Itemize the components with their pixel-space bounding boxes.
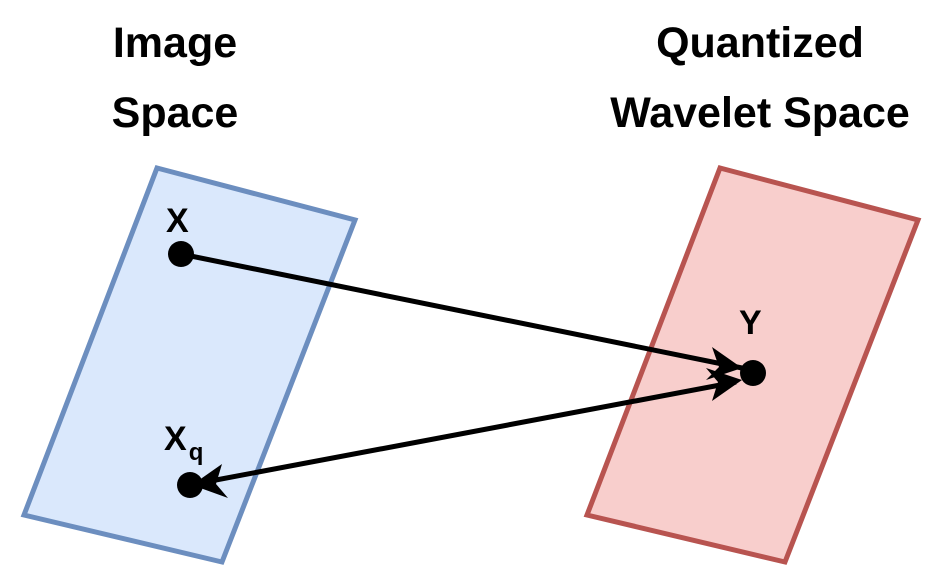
image-space-title-line-2: Space (111, 89, 239, 137)
point-xq-label: Xq (164, 420, 203, 466)
image-space-region (20, 165, 359, 565)
arrow-x-to-y (180, 251, 743, 371)
image-space-title: Image Space (100, 8, 250, 148)
wavelet-space-title-line-1: Quantized (656, 19, 864, 67)
point-x (168, 241, 194, 267)
arrowhead-near-y (706, 368, 742, 401)
wavelet-space-title: Quantized Wavelet Space (580, 8, 940, 148)
point-y (740, 360, 766, 386)
point-xq-label-main: X (164, 420, 187, 458)
point-y-label: Y (739, 304, 762, 342)
image-space-title-line-1: Image (112, 19, 238, 67)
arrow-y-to-xq (199, 379, 737, 486)
point-xq-label-subscript: q (189, 439, 204, 466)
wavelet-space-title-line-2: Wavelet Space (610, 89, 910, 137)
arrowhead-at-xq (192, 464, 228, 498)
point-x-label: X (166, 202, 189, 240)
point-xq (177, 472, 203, 498)
